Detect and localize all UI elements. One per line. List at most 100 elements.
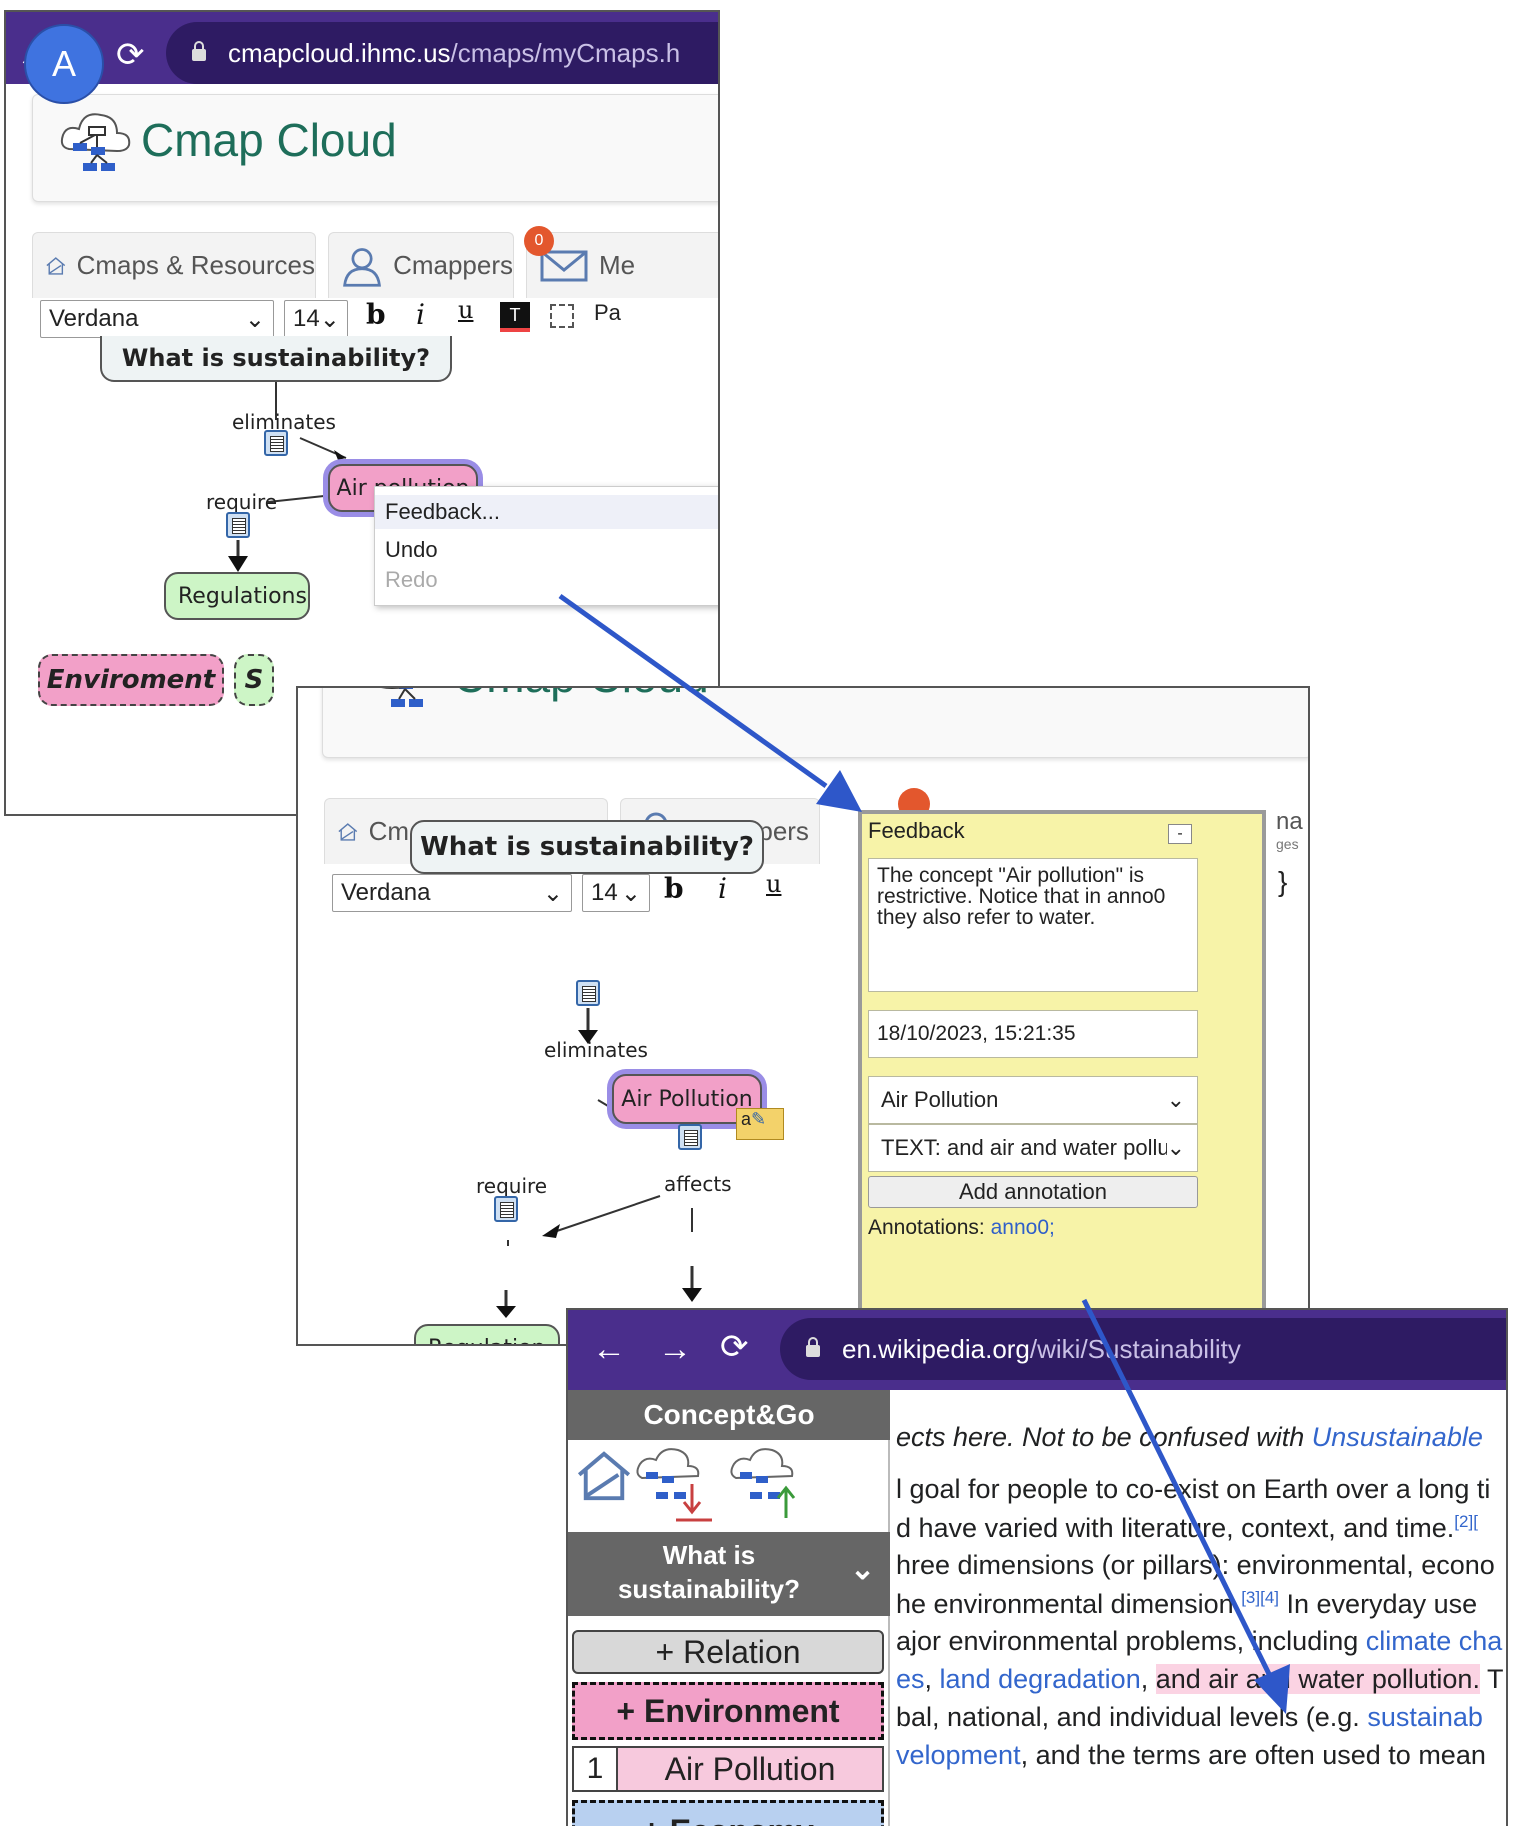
highlighted-annotation[interactable]: and air and water pollution. bbox=[1155, 1664, 1480, 1694]
concept-go-sidebar: Concept&Go What is sustainability? ⌄ + R… bbox=[568, 1390, 890, 1826]
bold-button[interactable]: b bbox=[366, 298, 386, 331]
annotations-row: Annotations: anno0; bbox=[868, 1216, 1055, 1240]
concept-environment[interactable]: Enviroment bbox=[38, 654, 224, 706]
climate-change-link[interactable]: climate cha bbox=[1365, 1626, 1503, 1656]
italic-button[interactable]: i bbox=[416, 298, 425, 331]
note-icon[interactable] bbox=[678, 1124, 702, 1150]
chevron-down-icon: ⌄ bbox=[542, 879, 563, 907]
citation-link[interactable]: [2][ bbox=[1454, 1512, 1478, 1531]
note-icon[interactable] bbox=[494, 1196, 518, 1222]
reload-icon[interactable]: ⟳ bbox=[720, 1328, 749, 1366]
url-path: /cmaps/myCmaps.h bbox=[450, 37, 681, 68]
link-require[interactable]: require bbox=[206, 490, 278, 514]
concept-select-value: Air Pollution bbox=[881, 1087, 999, 1112]
home-icon bbox=[338, 822, 358, 841]
article-link[interactable]: es bbox=[896, 1664, 925, 1694]
cmap-cloud-logo-icon bbox=[381, 688, 423, 707]
unsustainable-link[interactable]: Unsustainable bbox=[1311, 1422, 1483, 1452]
concept-root[interactable]: What is sustainability? bbox=[100, 336, 452, 382]
tab-cmaps-resources[interactable]: Cmaps & Resources bbox=[32, 232, 316, 298]
concept-partial[interactable]: S bbox=[234, 654, 274, 706]
menu-item-undo[interactable]: Undo bbox=[385, 537, 438, 562]
upload-map-icon[interactable] bbox=[726, 1444, 812, 1526]
underline-button[interactable]: u bbox=[458, 296, 474, 324]
minimize-button[interactable]: - bbox=[1168, 824, 1192, 844]
browser-toolbar: ← → ⟳ en.wikipedia.org/wiki/Sustainabili… bbox=[568, 1310, 1506, 1390]
cmap-window-a: ← ⟳ cmapcloud.ihmc.us/cmaps/myCmaps.h Cm… bbox=[4, 10, 720, 816]
note-icon[interactable] bbox=[264, 430, 288, 456]
add-environment-button[interactable]: + Environment bbox=[572, 1682, 884, 1740]
article-text: he environmental dimension. bbox=[896, 1589, 1242, 1619]
italic-button[interactable]: i bbox=[718, 872, 727, 905]
list-item-air-pollution[interactable]: 1 Air Pollution bbox=[572, 1746, 884, 1792]
back-icon[interactable]: ← bbox=[592, 1330, 626, 1368]
address-bar[interactable]: en.wikipedia.org/wiki/Sustainability bbox=[780, 1318, 1506, 1380]
page-menu-button[interactable]: Pa bbox=[594, 300, 621, 325]
note-icon[interactable] bbox=[576, 980, 600, 1006]
address-bar[interactable]: cmapcloud.ihmc.us/cmaps/myCmaps.h bbox=[166, 22, 718, 84]
map-selector[interactable]: What is sustainability? ⌄ bbox=[568, 1532, 890, 1616]
concept-select[interactable]: Air Pollution⌄ bbox=[868, 1076, 1198, 1124]
concept-regulation[interactable]: Regulation bbox=[414, 1324, 560, 1344]
tab-label: Cmaps & Resources bbox=[76, 250, 315, 280]
font-size-value: 14 bbox=[591, 879, 618, 906]
wiki-article: ects here. Not to be confused with Unsus… bbox=[896, 1390, 1506, 1826]
feedback-comment-textarea[interactable]: The concept "Air pollution" is restricti… bbox=[868, 858, 1198, 992]
article-text: , bbox=[924, 1664, 940, 1694]
concept-root[interactable]: What is sustainability? bbox=[410, 820, 764, 874]
hatnote: ects here. Not to be confused with Unsus… bbox=[896, 1422, 1483, 1453]
menu-item-redo: Redo bbox=[385, 567, 438, 592]
article-line: he environmental dimension.[3][4] In eve… bbox=[896, 1588, 1477, 1620]
sustainability-link[interactable]: sustainab bbox=[1367, 1702, 1483, 1732]
article-text: d have varied with literature, context, … bbox=[896, 1513, 1455, 1543]
brace-glyph: } bbox=[1278, 866, 1288, 897]
font-size-select[interactable]: 14⌄ bbox=[284, 300, 348, 338]
hatnote-text: ects here. Not to be confused with bbox=[896, 1422, 1312, 1452]
note-icon[interactable] bbox=[226, 512, 250, 538]
home-icon bbox=[46, 256, 66, 275]
home-icon[interactable] bbox=[574, 1446, 634, 1506]
development-link[interactable]: velopment bbox=[896, 1740, 1021, 1770]
chevron-down-icon: ⌄ bbox=[1166, 1135, 1185, 1160]
concept-regulations[interactable]: Regulations bbox=[164, 572, 310, 620]
font-size-value: 14 bbox=[293, 305, 320, 332]
article-text: T bbox=[1479, 1664, 1504, 1694]
underline-button[interactable]: u bbox=[766, 870, 782, 898]
font-size-select[interactable]: 14⌄ bbox=[582, 874, 650, 912]
add-annotation-button[interactable]: Add annotation bbox=[868, 1176, 1198, 1208]
add-economy-button[interactable]: + Economy bbox=[572, 1800, 884, 1826]
link-eliminates[interactable]: eliminates bbox=[544, 1038, 648, 1062]
reload-icon[interactable]: ⟳ bbox=[116, 36, 145, 74]
tab-cmappers[interactable]: Cmappers bbox=[328, 232, 514, 298]
text-color-icon[interactable]: T bbox=[500, 302, 530, 332]
download-map-icon[interactable] bbox=[632, 1444, 718, 1526]
url-host: en.wikipedia.org bbox=[842, 1333, 1030, 1364]
feedback-title: Feedback bbox=[868, 818, 965, 843]
annotation-note-icon[interactable]: a✎ bbox=[736, 1108, 784, 1140]
land-degradation-link[interactable]: land degradation bbox=[939, 1664, 1141, 1694]
forward-icon[interactable]: → bbox=[658, 1330, 692, 1368]
text-select[interactable]: TEXT: and air and water pollut⌄ bbox=[868, 1124, 1198, 1172]
user-icon bbox=[343, 247, 381, 287]
link-require[interactable]: require bbox=[476, 1174, 548, 1198]
annotation-link[interactable]: anno0; bbox=[990, 1216, 1055, 1239]
link-affects[interactable]: affects bbox=[664, 1172, 732, 1196]
add-relation-button[interactable]: + Relation bbox=[572, 1630, 884, 1674]
article-line: hree dimensions (or pillars): environmen… bbox=[896, 1550, 1495, 1580]
tab-overflow-label: na bbox=[1276, 808, 1303, 835]
article-line: d have varied with literature, context, … bbox=[896, 1512, 1478, 1544]
font-family-select[interactable]: Verdana⌄ bbox=[332, 874, 572, 912]
tab-messages[interactable]: Me bbox=[526, 232, 718, 298]
article-text: In everyday use bbox=[1279, 1589, 1478, 1619]
bold-button[interactable]: b bbox=[664, 872, 684, 905]
citation-link[interactable]: [3][4] bbox=[1241, 1588, 1280, 1607]
sidebar-title: Concept&Go bbox=[568, 1390, 890, 1440]
feedback-timestamp-field[interactable]: 18/10/2023, 15:21:35 bbox=[868, 1010, 1198, 1058]
lock-icon bbox=[806, 1337, 820, 1357]
border-style-icon[interactable] bbox=[550, 304, 574, 328]
tab-label: Me bbox=[599, 250, 636, 280]
article-line: es, land degradation, and air and water … bbox=[896, 1664, 1503, 1695]
menu-item-feedback[interactable]: Feedback... bbox=[375, 495, 718, 529]
cmap-cloud-logo-icon bbox=[60, 113, 131, 171]
article-text: , bbox=[1140, 1664, 1156, 1694]
